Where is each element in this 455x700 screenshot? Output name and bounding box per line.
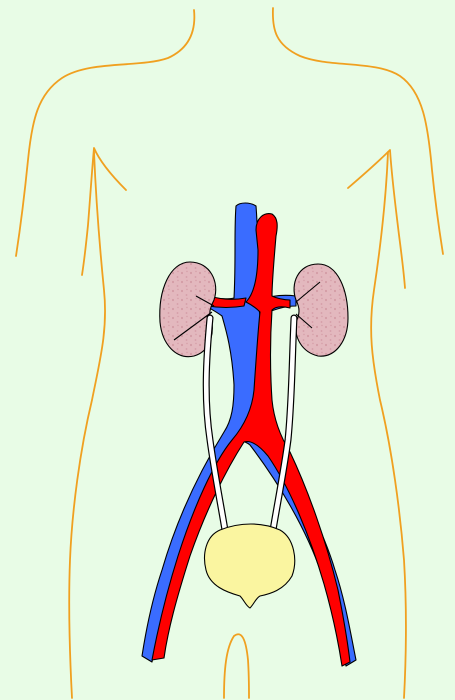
urinary-system-illustration bbox=[0, 0, 455, 700]
background bbox=[0, 0, 455, 700]
urinary-system-diagram bbox=[0, 0, 455, 700]
